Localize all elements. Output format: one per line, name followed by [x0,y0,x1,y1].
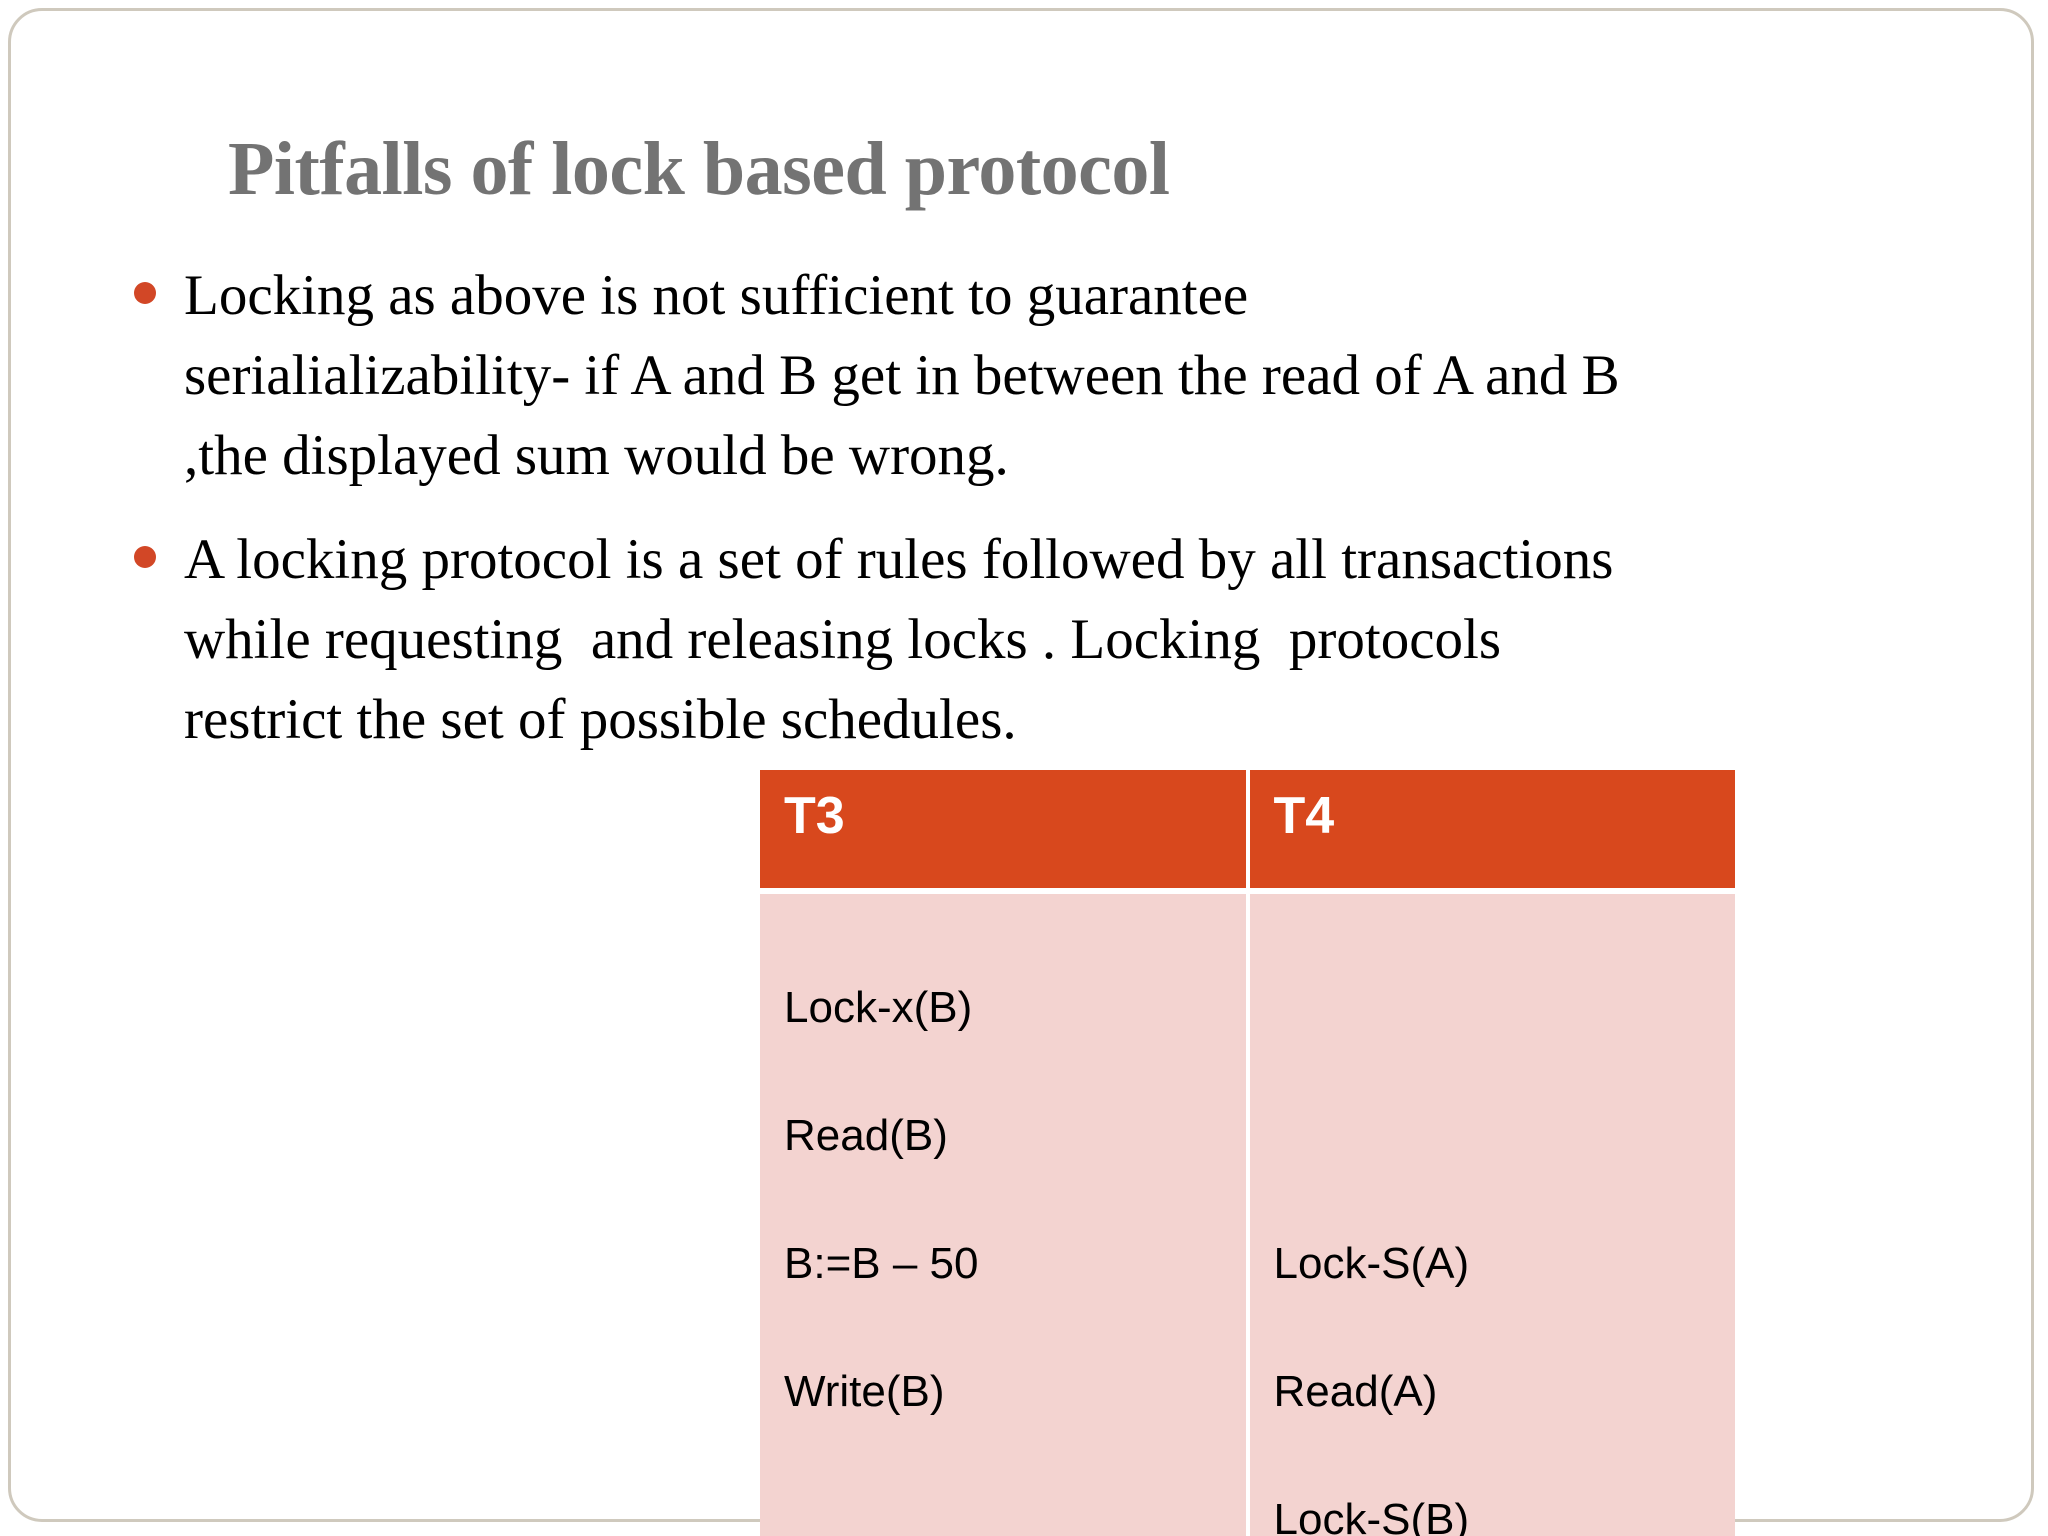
table-header-row: T3 T4 [760,770,1735,891]
list-item: A locking protocol is a set of rules fol… [106,520,1966,760]
table-row: Lock-x(B) Read(B) B:=B – 50 Write(B) Loc… [760,888,1735,1536]
bullet-1-line-1: Locking as above is not sufficient to gu… [184,264,1249,327]
bullet-2-line-3: restrict the set of possible schedules. [184,688,1017,751]
list-item: Locking as above is not sufficient to gu… [106,256,1966,496]
table-cell-t3: Lock-x(B) Read(B) B:=B – 50 Write(B) Loc… [760,888,1250,1536]
table-header-t4: T4 [1247,770,1735,891]
page-title: Pitfalls of lock based protocol [228,127,1170,211]
t3-op-2: Read(B) [784,1111,948,1160]
bullet-text-1: Locking as above is not sufficient to gu… [184,256,1966,496]
t4-op-3: Lock-S(B) [1273,1495,1470,1536]
t3-op-3: B:=B – 50 [784,1239,979,1288]
schedule-table: T3 T4 Lock-x(B) Read(B) B:=B – 50 Write(… [760,770,1735,1536]
bullet-1-line-2: serialializability- if A and B get in be… [184,344,1620,407]
bullet-2-line-2: while requesting and releasing locks . L… [184,608,1502,671]
table-header-t3: T3 [760,770,1250,891]
t4-op-1: Lock-S(A) [1273,1239,1470,1288]
t3-op-1: Lock-x(B) [784,983,973,1032]
bullet-1-line-3: ,the displayed sum would be wrong. [184,424,1009,487]
bullet-list: Locking as above is not sufficient to gu… [106,256,1966,784]
bullet-2-line-1: A locking protocol is a set of rules fol… [184,528,1614,591]
t3-op-4: Write(B) [784,1367,945,1416]
t4-op-2: Read(A) [1273,1367,1438,1416]
bullet-dot-icon [134,546,156,568]
bullet-dot-icon [134,282,156,304]
t3-spacer-1 [784,1488,1246,1536]
table-cell-t4: Lock-S(A) Read(A) Lock-S(B) [1247,888,1735,1536]
bullet-text-2: A locking protocol is a set of rules fol… [184,520,1966,760]
